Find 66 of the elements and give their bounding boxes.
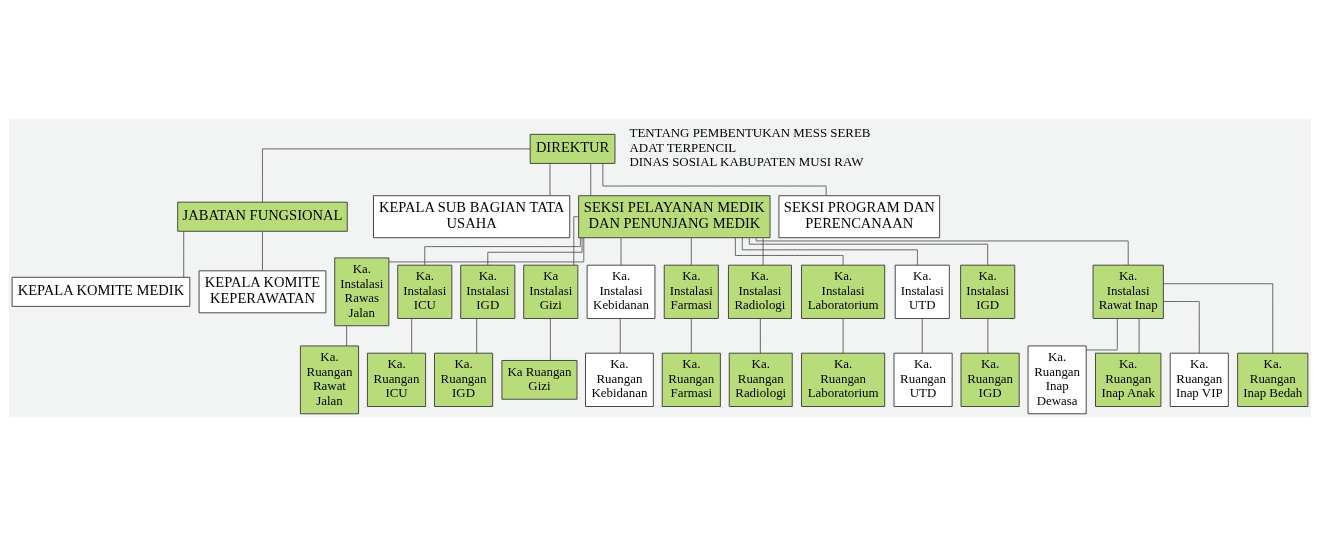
node-box: DIREKTUR	[529, 133, 616, 164]
connector	[183, 230, 185, 278]
connector	[734, 237, 844, 265]
connector	[759, 317, 761, 354]
connector	[346, 324, 348, 346]
connector	[1138, 317, 1140, 354]
connector	[411, 317, 413, 354]
connector	[262, 230, 263, 271]
node-box: Ka. Instalasi Radiologi	[727, 264, 792, 319]
connector	[487, 236, 583, 265]
connector	[842, 317, 844, 354]
node-box: Ka. Instalasi Rawat Inap	[1092, 264, 1164, 319]
node-box: Ka Ruangan Gizi	[501, 359, 578, 400]
connector	[1163, 300, 1200, 353]
node-box: Ka. Ruangan ICU	[366, 352, 427, 407]
node-box: Ka. Ruangan Radiologi	[728, 352, 793, 407]
label: TENTANG PEMBENTUKAN MESS SEREB	[629, 124, 871, 140]
connector	[762, 237, 764, 265]
node-box: Ka. Ruangan UTD	[893, 352, 953, 407]
connector	[476, 317, 478, 354]
connector	[690, 237, 692, 265]
connector	[1163, 282, 1274, 353]
connector	[388, 236, 585, 262]
node-box: Ka. Ruangan IGD	[960, 352, 1020, 407]
connector	[549, 162, 551, 196]
connector	[573, 215, 579, 266]
node-box: Ka. Ruangan Inap VIP	[1169, 352, 1229, 407]
connector	[741, 236, 918, 265]
connector	[1086, 317, 1118, 350]
node-box: Ka. Instalasi UTD	[894, 264, 950, 319]
connector	[921, 317, 923, 354]
node-box: SEKSI PROGRAM DAN PERENCANAAN	[778, 194, 941, 238]
node-box: Ka. Ruangan Farmasi	[661, 352, 721, 407]
node-box: Ka. Ruangan Inap Anak	[1095, 352, 1162, 407]
node-box: KEPALA KOMITE KEPERAWATAN	[198, 269, 327, 313]
node-box: Ka. Ruangan Inap Dewasa	[1027, 344, 1087, 414]
node-box: KEPALA SUB BAGIAN TATA USAHA	[373, 194, 571, 238]
connector	[602, 162, 827, 196]
connector	[549, 317, 551, 361]
connector	[619, 317, 621, 354]
node-box: Ka. Ruangan Laboratorium	[801, 352, 886, 407]
node-box: JABATAN FUNGSIONAL	[177, 201, 348, 232]
node-box: Ka. Ruangan Kebidanan	[585, 352, 654, 407]
connector	[262, 147, 531, 202]
node-box: Ka. Instalasi Laboratorium	[801, 264, 886, 319]
node-box: Ka. Instalasi ICU	[397, 264, 453, 319]
node-box: Ka. Instalasi Kebidanan	[586, 264, 656, 319]
node-box: Ka. Instalasi Rawas Jalan	[334, 256, 390, 326]
node-box: Ka. Instalasi IGD	[460, 264, 516, 319]
connector	[590, 162, 592, 196]
connector	[620, 237, 622, 265]
node-box: Ka Instalasi Gizi	[523, 264, 579, 319]
connector	[424, 236, 581, 265]
node-box: SEKSI PELAYANAN MEDIK DAN PENUNJANG MEDIK	[578, 194, 771, 238]
node-box: Ka. Instalasi Farmasi	[663, 264, 719, 319]
connector	[755, 237, 1129, 265]
connector	[748, 236, 989, 265]
connector	[690, 317, 692, 354]
connector	[987, 317, 989, 354]
node-box: Ka. Ruangan IGD	[434, 352, 494, 407]
label: DINAS SOSIAL KABUPATEN MUSI RAW	[629, 153, 864, 169]
node-box: Ka. Ruangan Inap Bedah	[1237, 352, 1309, 407]
label: ADAT TERPENCIL	[629, 139, 737, 155]
node-box: Ka. Instalasi IGD	[960, 264, 1016, 319]
node-box: Ka. Ruangan Rawat Jalan	[299, 344, 360, 414]
node-box: KEPALA KOMITE MEDIK	[11, 276, 191, 307]
